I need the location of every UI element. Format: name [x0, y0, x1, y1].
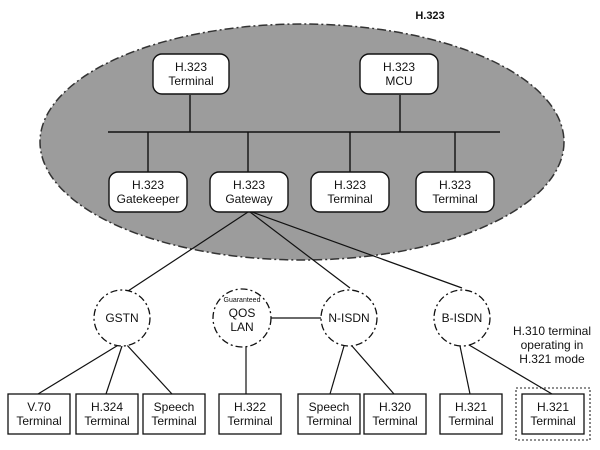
link-gateway-bisdn [251, 211, 463, 289]
h323-gatekeeper-box [108, 171, 188, 213]
gstn-label: GSTN [105, 311, 139, 325]
link-bisdn-h321 [459, 345, 471, 395]
link-gstn-speech [125, 343, 173, 395]
qos-lan-circle [212, 288, 272, 348]
speech-terminal-gstn-box [142, 393, 206, 435]
h323-terminal-label: H.323 Terminal [168, 60, 214, 88]
speech-terminal-gstn-label: Speech Terminal [151, 400, 197, 428]
h324-terminal-label: H.324 Terminal [84, 400, 130, 428]
h323-gateway-box [209, 171, 289, 213]
h310-mode-dotted-frame [515, 387, 591, 441]
h320-terminal-box [363, 393, 427, 435]
link-nisdn-h320 [351, 345, 395, 395]
h323-terminal-a-box [310, 171, 390, 213]
link-nisdn-speech [329, 345, 345, 395]
qos-lan-label: QOS LAN [228, 306, 256, 334]
h323-zone-label: H.323 [415, 10, 445, 22]
h322-terminal-box [218, 393, 282, 435]
h323-mcu-box [359, 53, 439, 95]
h321-terminal-label: H.321 Terminal [448, 400, 494, 428]
b-isdn-circle [433, 289, 491, 347]
speech-terminal-isdn-label: Speech Terminal [306, 400, 352, 428]
v70-terminal-box [7, 393, 71, 435]
h320-terminal-label: H.320 Terminal [372, 400, 418, 428]
link-bisdn-h321-mode [463, 341, 553, 395]
h310-annotation: H.310 terminal operating in H.321 mode [512, 324, 592, 366]
h323-gateway-label: H.323 Gateway [225, 178, 273, 206]
h321-mode-terminal-label: H.321 Terminal [530, 400, 576, 428]
h323-gatekeeper-label: H.323 Gatekeeper [116, 178, 180, 206]
link-gateway-nisdn [249, 211, 351, 289]
h321-terminal-box [439, 393, 503, 435]
speech-terminal-isdn-box [297, 393, 361, 435]
link-gateway-gstn [127, 211, 249, 292]
h324-terminal-box [75, 393, 139, 435]
h323-terminal-a-label: H.323 Terminal [327, 178, 373, 206]
h323-zone-ellipse [39, 23, 565, 261]
h323-terminal-box [152, 53, 230, 95]
b-isdn-label: B-ISDN [441, 311, 483, 325]
h321-mode-terminal-box [521, 393, 585, 435]
h323-terminal-b-box [415, 171, 495, 213]
v70-terminal-label: V.70 Terminal [16, 400, 62, 428]
h323-terminal-b-label: H.323 Terminal [432, 178, 478, 206]
qos-lan-guaranteed-label: Guaranteed [223, 296, 261, 304]
gstn-circle [93, 289, 151, 347]
link-gstn-h324 [105, 345, 123, 395]
h323-mcu-label: H.323 MCU [382, 60, 416, 88]
link-gstn-v70 [37, 343, 121, 395]
n-isdn-label: N-ISDN [328, 311, 370, 325]
n-isdn-circle [320, 289, 378, 347]
h322-terminal-label: H.322 Terminal [227, 400, 273, 428]
